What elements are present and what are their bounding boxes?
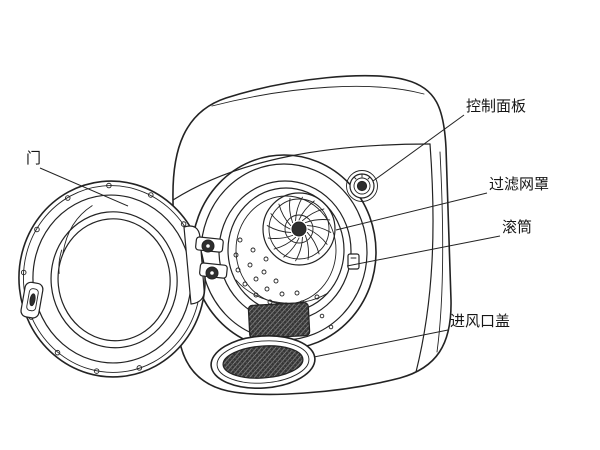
door: [18, 180, 228, 378]
leader-filter-cover: [335, 192, 488, 231]
filter-mesh: [262, 192, 336, 266]
door-latch: [20, 281, 44, 319]
leader-control-panel: [372, 114, 465, 182]
label-filter-cover: 过滤网罩: [489, 176, 549, 193]
top-face-edge: [211, 85, 425, 107]
front-panel-details: [247, 170, 378, 339]
drum-interior: [233, 192, 336, 308]
vent-grille: [247, 302, 311, 339]
leader-drum: [346, 235, 501, 267]
labels: 门 控制面板 过滤网罩 滚筒 进风口盖: [26, 97, 549, 330]
control-knob: [346, 170, 378, 202]
door-hinge: [183, 225, 228, 305]
filter-spokes: [266, 196, 332, 262]
front-top-edge: [172, 143, 431, 201]
air-inlet-cover: [210, 335, 316, 389]
label-control-panel: 控制面板: [466, 97, 526, 115]
label-air-inlet-cover: 进风口盖: [450, 313, 510, 330]
door-glass: [50, 205, 178, 349]
label-door: 门: [26, 150, 41, 167]
label-drum: 滚筒: [502, 219, 532, 236]
leader-door: [39, 167, 129, 207]
front-right-edge: [415, 143, 434, 373]
latch-strike: [347, 253, 360, 270]
leader-lines: [39, 114, 501, 358]
leader-air-inlet: [313, 329, 449, 358]
